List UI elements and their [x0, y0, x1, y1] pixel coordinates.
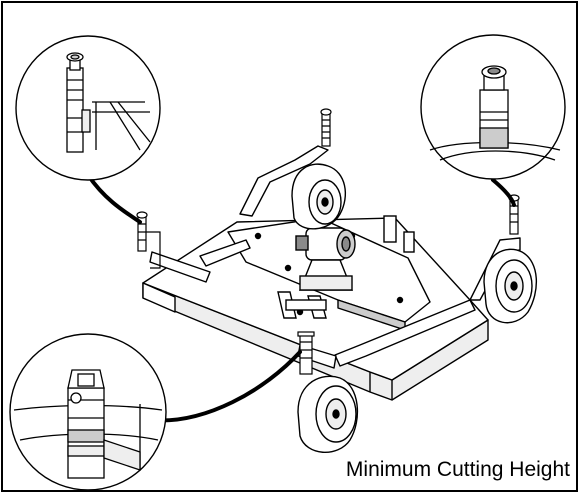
right-gauge-wheel-pin-detail [420, 34, 566, 180]
hitch-frame [277, 291, 327, 319]
rear-mounting-posts [383, 215, 415, 253]
height-pin-rear [320, 108, 332, 147]
height-pin-left [136, 211, 161, 269]
callout-leaders [86, 173, 516, 423]
rear-gauge-wheel-pin-detail [9, 333, 167, 491]
left-gauge-wheel-pin-detail [15, 35, 161, 181]
rear-caster-wheel [291, 163, 347, 230]
figure-caption: Minimum Cutting Height [345, 458, 570, 481]
gearbox [295, 227, 356, 291]
front-caster-wheel [297, 375, 359, 454]
right-caster-wheel [483, 248, 538, 324]
